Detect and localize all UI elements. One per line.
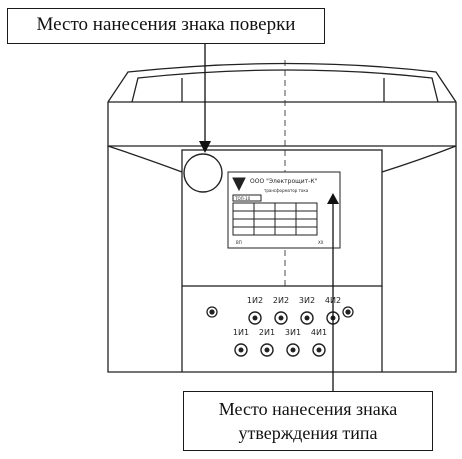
terminal-label-upper-1: 1И2 — [247, 296, 263, 305]
housing-body-outline — [107, 146, 182, 373]
housing-top-outline — [107, 62, 457, 147]
callout-verification-label: Место нанесения знака поверки — [36, 14, 296, 35]
terminal-stud-core-lower-2 — [264, 347, 270, 353]
callout-verification-mark: Место нанесения знака поверки — [7, 8, 325, 44]
arrowhead-bottom-icon — [327, 193, 339, 204]
callout-type-approval-line1: Место нанесения знака — [218, 399, 398, 419]
terminal-label-lower-2: 2И1 — [259, 328, 275, 337]
nameplate-bottom-right: ХХ — [318, 240, 324, 245]
terminal-stud-core-lower-4 — [316, 347, 322, 353]
terminal-stud-core-lower-3 — [290, 347, 296, 353]
arrowhead-top-icon — [199, 141, 211, 153]
mounting-bolts — [206, 306, 354, 318]
terminal-label-lower-1: 1И1 — [233, 328, 249, 337]
nameplate-bottom-left: ВП — [236, 240, 242, 245]
terminal-label-lower-4: 4И1 — [311, 328, 327, 337]
terminal-label-lower-3: 3И1 — [285, 328, 301, 337]
terminal-stud-core-upper-2 — [278, 315, 284, 321]
terminal-stud-core-upper-1 — [252, 315, 258, 321]
terminal-stud-core-lower-1 — [238, 347, 244, 353]
front-panel — [181, 149, 383, 287]
nameplate — [227, 171, 341, 249]
terminal-label-upper-3: 3И2 — [299, 296, 315, 305]
verification-mark-spot — [183, 153, 223, 193]
callout-type-approval-line2: утверждения типа — [238, 423, 378, 443]
leader-lines — [204, 44, 334, 391]
terminal-stud-core-upper-3 — [304, 315, 310, 321]
terminal-label-upper-2: 2И2 — [273, 296, 289, 305]
logo-icon — [232, 177, 246, 192]
nameplate-company: ООО "Электрощит-К" — [250, 178, 318, 185]
nameplate-subtitle: трансформатор тока — [264, 188, 309, 193]
housing-top-inner — [131, 69, 439, 103]
callout-type-approval-mark: Место нанесения знака утверждения типа — [183, 391, 433, 451]
nameplate-model: ТОЛ-10 — [234, 196, 251, 201]
